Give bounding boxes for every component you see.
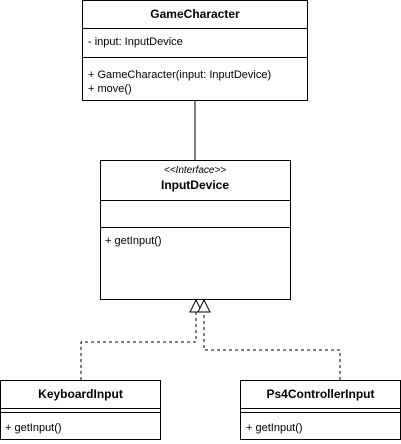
realization-line-keyboard (80, 312, 197, 380)
class-name: GameCharacter (150, 7, 240, 21)
class-method: + getInput() (5, 422, 62, 434)
class-method: + getInput() (246, 422, 303, 434)
class-input-device[interactable]: <<Interface>> InputDevice + getInput() (100, 160, 291, 300)
class-game-character[interactable]: GameCharacter - input: InputDevice + Gam… (82, 0, 308, 101)
class-stereotype: <<Interface>> (164, 165, 226, 176)
class-name: InputDevice (161, 178, 229, 192)
realization-line-ps4 (203, 312, 341, 380)
class-method: + move() (88, 83, 132, 95)
class-method: + GameCharacter(input: InputDevice) (88, 69, 271, 81)
class-attribute: - input: InputDevice (88, 36, 183, 48)
class-name: Ps4ControllerInput (266, 387, 374, 401)
class-method: + getInput() (105, 235, 162, 247)
class-keyboard-input[interactable]: KeyboardInput + getInput() (0, 380, 161, 440)
class-name: KeyboardInput (38, 387, 123, 401)
realization-arrowhead-ps4 (197, 298, 211, 313)
class-ps4-controller-input[interactable]: Ps4ControllerInput + getInput() (240, 380, 401, 440)
